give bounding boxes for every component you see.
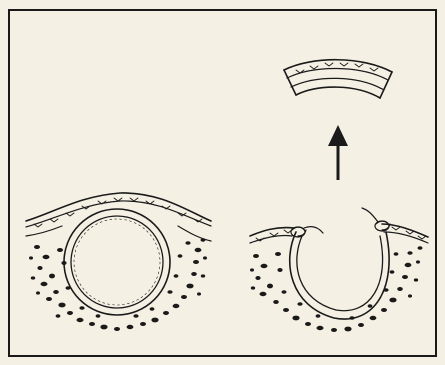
cavity-wall-inner — [297, 236, 383, 311]
skin-surface-left — [26, 193, 211, 221]
skin-inner-line-left — [26, 201, 211, 227]
roof-right-edge — [380, 72, 392, 98]
tissue-speckles-left — [29, 238, 207, 331]
roof-bottom-curve — [296, 87, 380, 98]
figure-frame — [9, 10, 436, 356]
suture-right — [362, 208, 390, 231]
cyst-lumen — [74, 219, 160, 305]
roof-left-edge — [284, 70, 296, 95]
roof-wall-line — [291, 78, 384, 90]
skin-inner-right-a — [250, 235, 292, 243]
arrow-head — [328, 125, 348, 146]
cavity-wall-outer — [290, 232, 389, 319]
unroofed-cyst-panel — [250, 208, 428, 332]
intact-cyst-panel — [26, 193, 211, 331]
suture-tail-right — [362, 208, 378, 222]
excised-roof-panel — [284, 60, 392, 98]
cyst-wall-inner — [71, 216, 163, 308]
cyst-wall-outer — [64, 209, 170, 315]
dermis-line-left — [26, 226, 211, 241]
suture-tail-left — [304, 227, 323, 233]
up-arrow — [328, 125, 348, 180]
